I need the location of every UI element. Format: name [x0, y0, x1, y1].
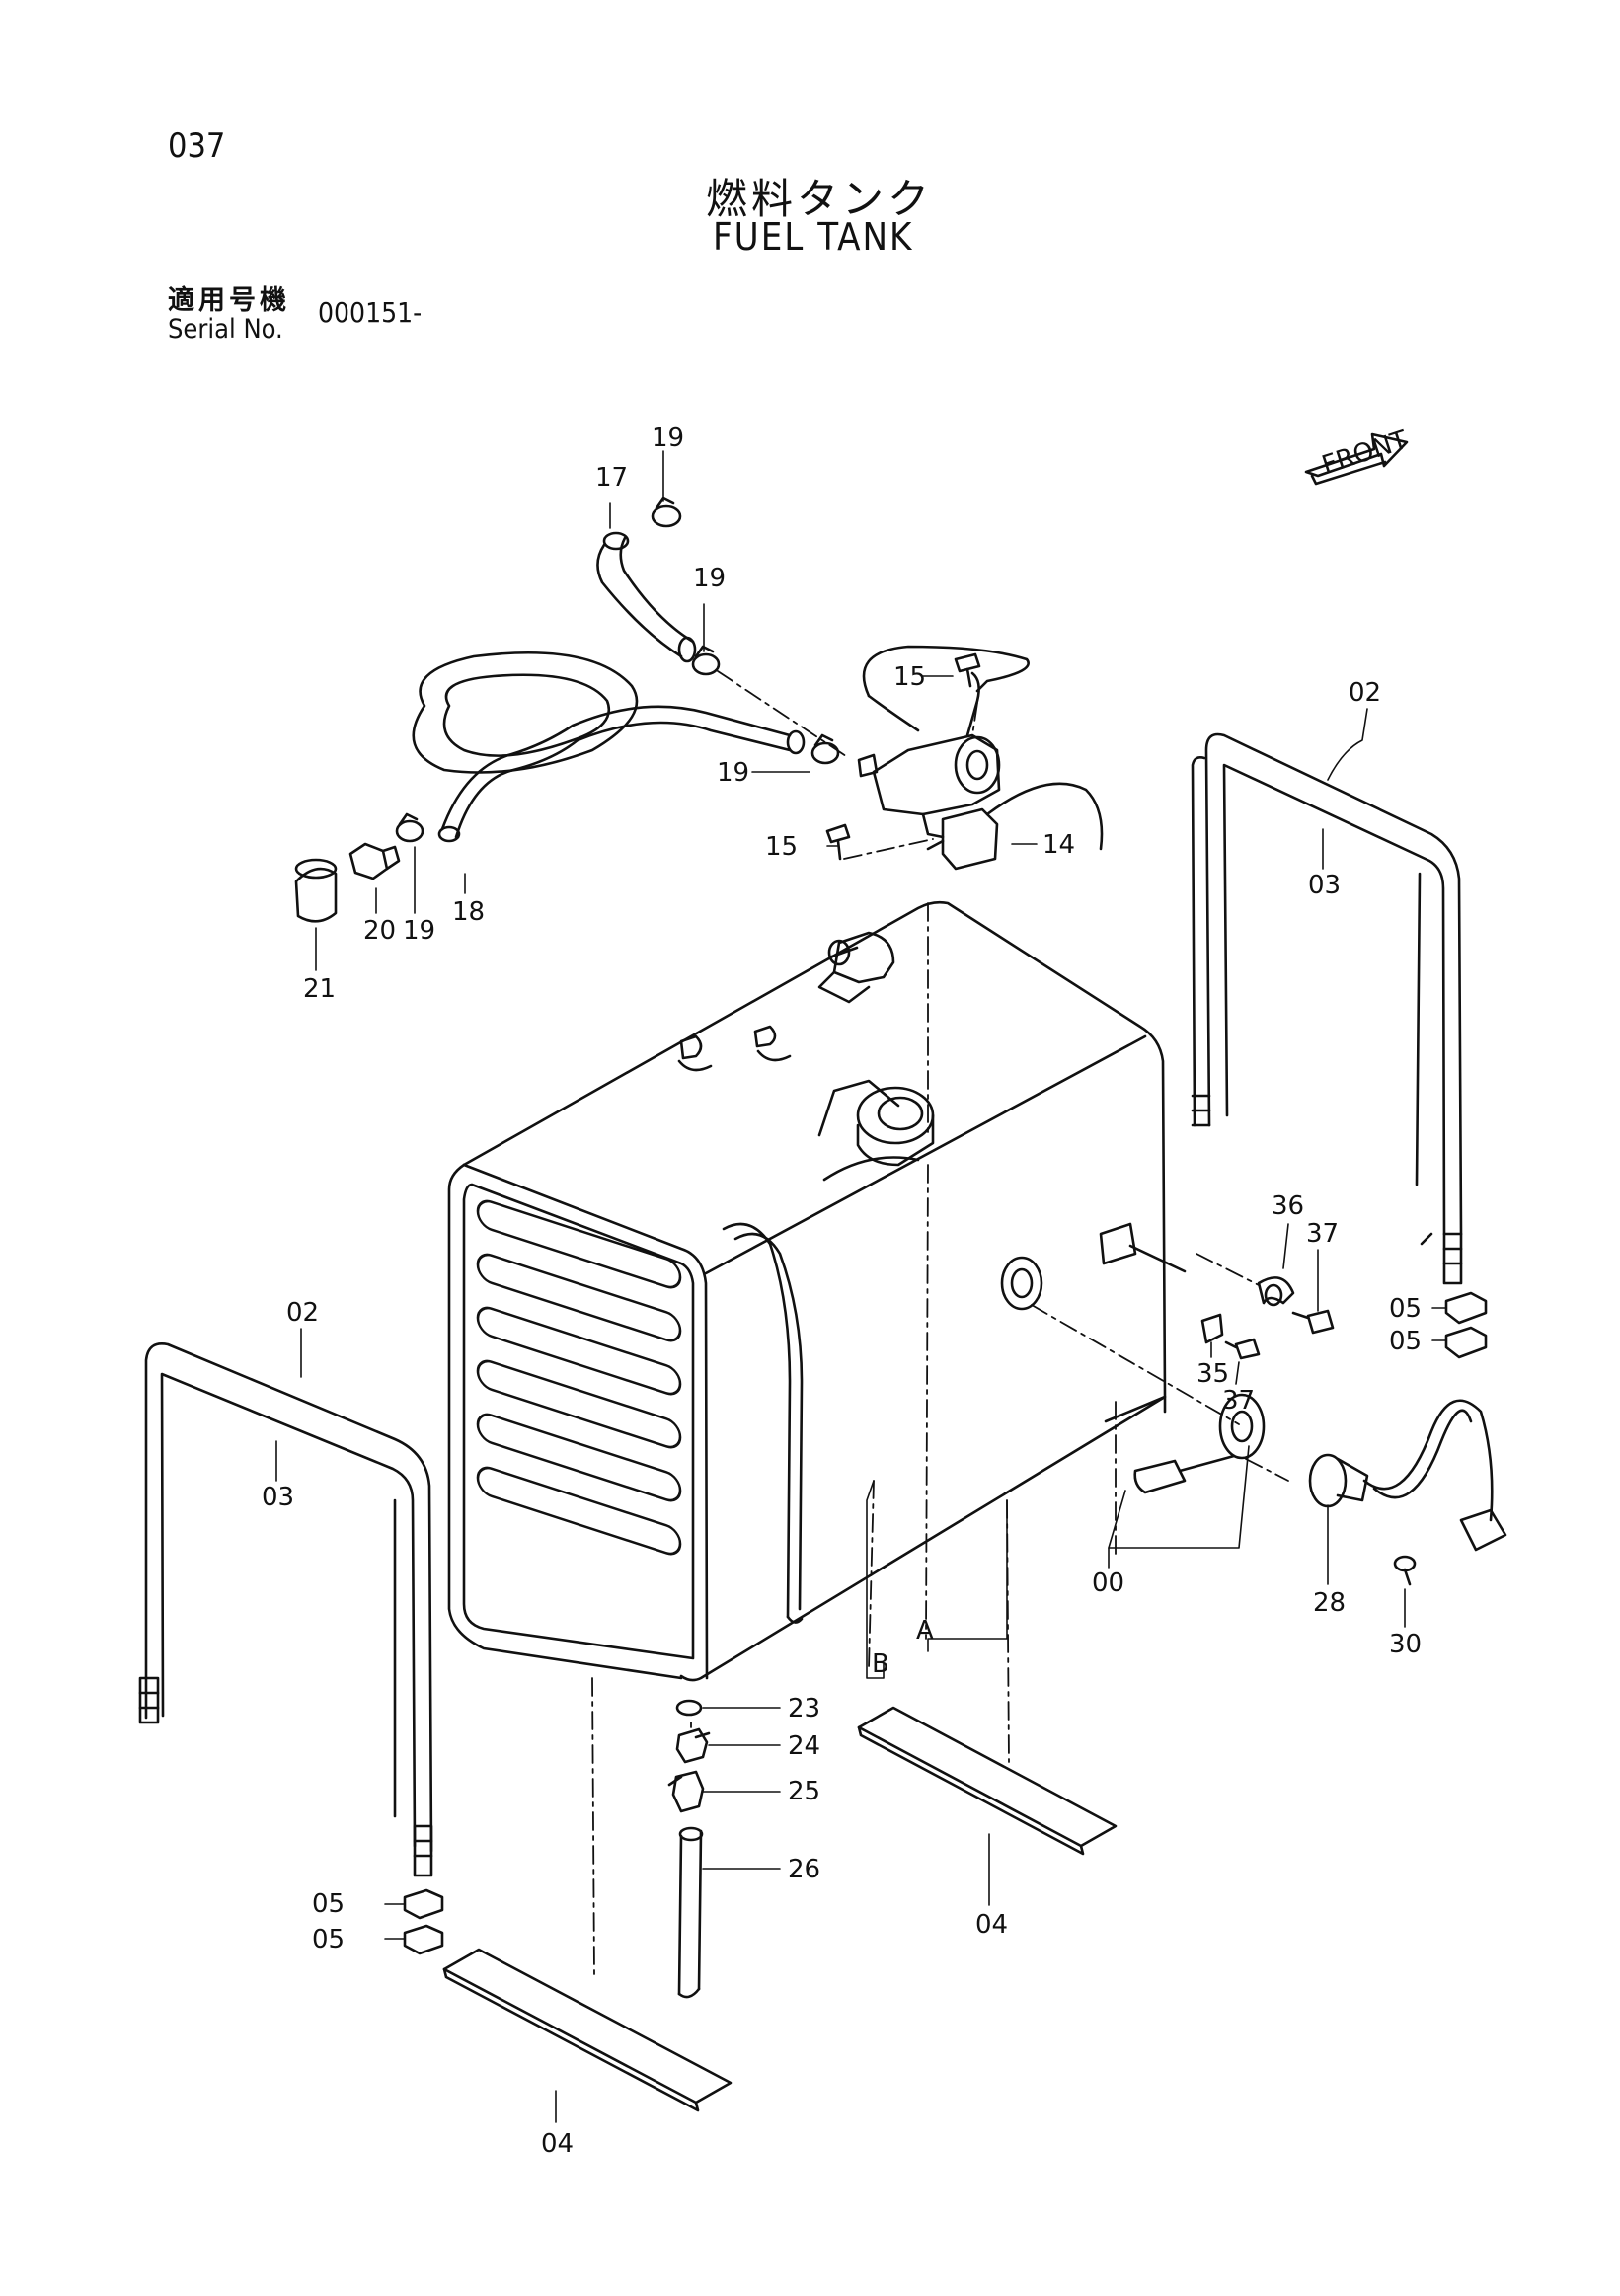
drain-cock-25: [667, 1770, 705, 1813]
callout-18: 18: [452, 897, 485, 927]
pump-solenoid-14: [926, 782, 1104, 871]
hose-17: [596, 531, 697, 663]
rubber-pad-right: [857, 1706, 1118, 1856]
callout-14: 14: [1042, 830, 1075, 860]
lifting-eyes: [677, 1025, 792, 1072]
drain-plug-24: [675, 1727, 711, 1764]
callout-05: 05: [312, 1925, 345, 1954]
callout-26: 26: [788, 1855, 820, 1884]
bolt-37-lower: [1224, 1338, 1261, 1360]
fuel-tank-body: [447, 900, 1167, 1682]
nut-05-right-upper: [1444, 1291, 1488, 1325]
nut-05-right-lower: [1444, 1326, 1488, 1359]
filler-neck: [817, 1079, 935, 1182]
front-arrow-label: FRONT: [1318, 425, 1411, 481]
callout-03: 03: [1308, 871, 1341, 900]
callout-37: 37: [1222, 1386, 1255, 1416]
sender-gasket: [1218, 1393, 1266, 1460]
page-number: 037: [168, 126, 226, 166]
clamp-36: [1257, 1276, 1295, 1307]
hose-clamp-19-pump: [810, 733, 840, 765]
callout-02: 02: [286, 1298, 319, 1328]
nut-05-left-lower: [403, 1924, 444, 1955]
callout-30: 30: [1389, 1630, 1422, 1659]
gauge-flange: [1000, 1256, 1043, 1311]
callout-04: 04: [541, 2129, 574, 2159]
callout-19: 19: [652, 423, 684, 453]
callout-28: 28: [1313, 1588, 1346, 1618]
fitting-20: [348, 842, 401, 880]
screw-30: [1393, 1555, 1417, 1586]
callout-21: 21: [303, 974, 336, 1004]
hose-18: [412, 651, 806, 843]
serial-label-japanese: 適用号機: [168, 285, 290, 316]
callout-15: 15: [893, 662, 926, 692]
fuel-level-sender: [1133, 1399, 1507, 1552]
breather-tube: [722, 1222, 804, 1624]
callout-17: 17: [595, 463, 628, 493]
callout-B: B: [872, 1649, 889, 1679]
serial-label-english: Serial No.: [168, 314, 283, 344]
fuel-pump: [857, 733, 1001, 839]
callout-05: 05: [312, 1889, 345, 1919]
callout-15: 15: [765, 832, 798, 862]
callout-A: A: [916, 1616, 934, 1645]
bolt-15-lower: [825, 823, 851, 861]
callout-35: 35: [1196, 1359, 1229, 1389]
bolt-37-upper: [1291, 1309, 1335, 1335]
callout-36: 36: [1272, 1191, 1304, 1221]
callout-19: 19: [717, 758, 749, 788]
serial-value: 000151-: [318, 296, 423, 329]
callout-00: 00: [1092, 1569, 1124, 1598]
nut-05-left-upper: [403, 1888, 444, 1920]
title-english: FUEL TANK: [713, 215, 914, 259]
washer-23: [675, 1699, 703, 1717]
bracket-35: [1200, 1313, 1224, 1344]
callout-20: 20: [363, 916, 396, 946]
callout-labels: 19 17 19 19 18 20 19 21 15 15 14 02 03 0…: [262, 423, 1422, 2159]
title-japanese: 燃料タンク: [706, 175, 934, 223]
bolt-15-upper: [954, 652, 981, 688]
pump-ground-wire: [862, 645, 1030, 737]
top-elbow-fitting: [817, 931, 895, 1004]
cap-21: [294, 858, 338, 923]
hose-clamp-19-lower: [395, 812, 424, 843]
callout-37: 37: [1306, 1219, 1339, 1249]
callout-03: 03: [262, 1483, 294, 1512]
drain-hose-26: [677, 1826, 704, 1999]
rubber-pad-left: [442, 1948, 733, 2112]
tank-ribs: [476, 1199, 682, 1556]
hose-clamp-19-mid: [691, 645, 721, 676]
callout-24: 24: [788, 1731, 820, 1761]
tank-band-right: [1191, 732, 1463, 1285]
callout-25: 25: [788, 1777, 820, 1806]
callout-04: 04: [975, 1910, 1008, 1940]
callout-19: 19: [403, 916, 435, 946]
callout-leaders: [275, 450, 1447, 2123]
callout-05: 05: [1389, 1327, 1422, 1356]
side-bracket: [1099, 1222, 1187, 1273]
callout-02: 02: [1349, 678, 1381, 708]
tank-band-left: [138, 1342, 433, 1877]
front-arrow-icon: [1304, 432, 1409, 486]
hose-clamp-19-top: [651, 497, 682, 528]
callout-23: 23: [788, 1694, 820, 1723]
callout-05: 05: [1389, 1294, 1422, 1324]
callout-19: 19: [693, 564, 726, 593]
